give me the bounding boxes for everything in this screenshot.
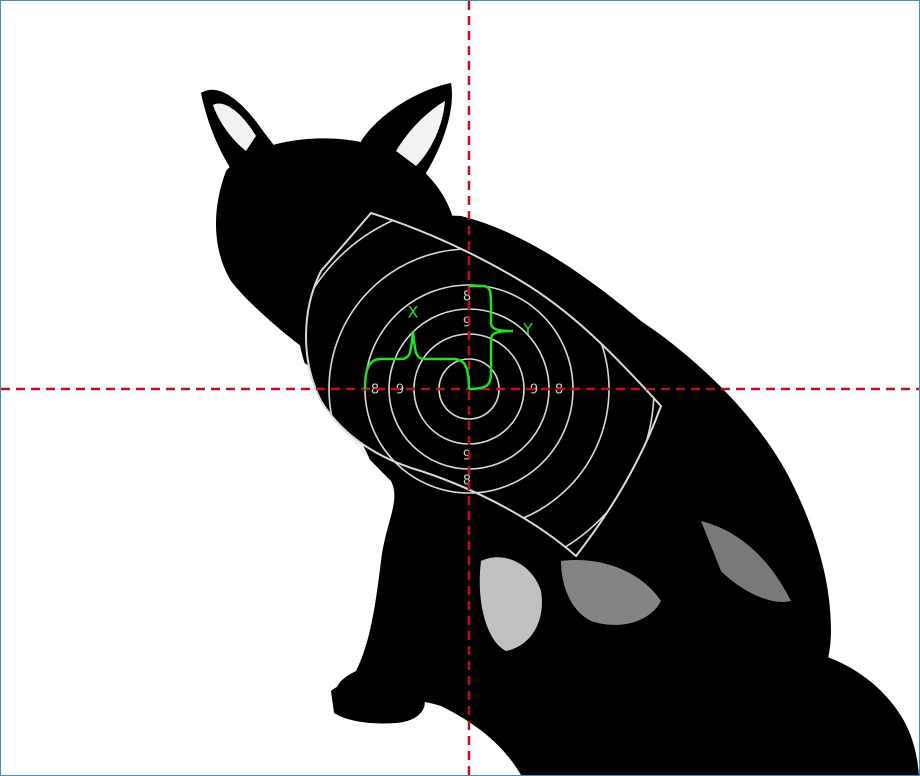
y-offset-label: Y bbox=[522, 320, 533, 339]
fox-front-leg bbox=[331, 682, 425, 724]
fox-tail bbox=[741, 648, 919, 775]
x-offset-label: X bbox=[408, 303, 419, 322]
